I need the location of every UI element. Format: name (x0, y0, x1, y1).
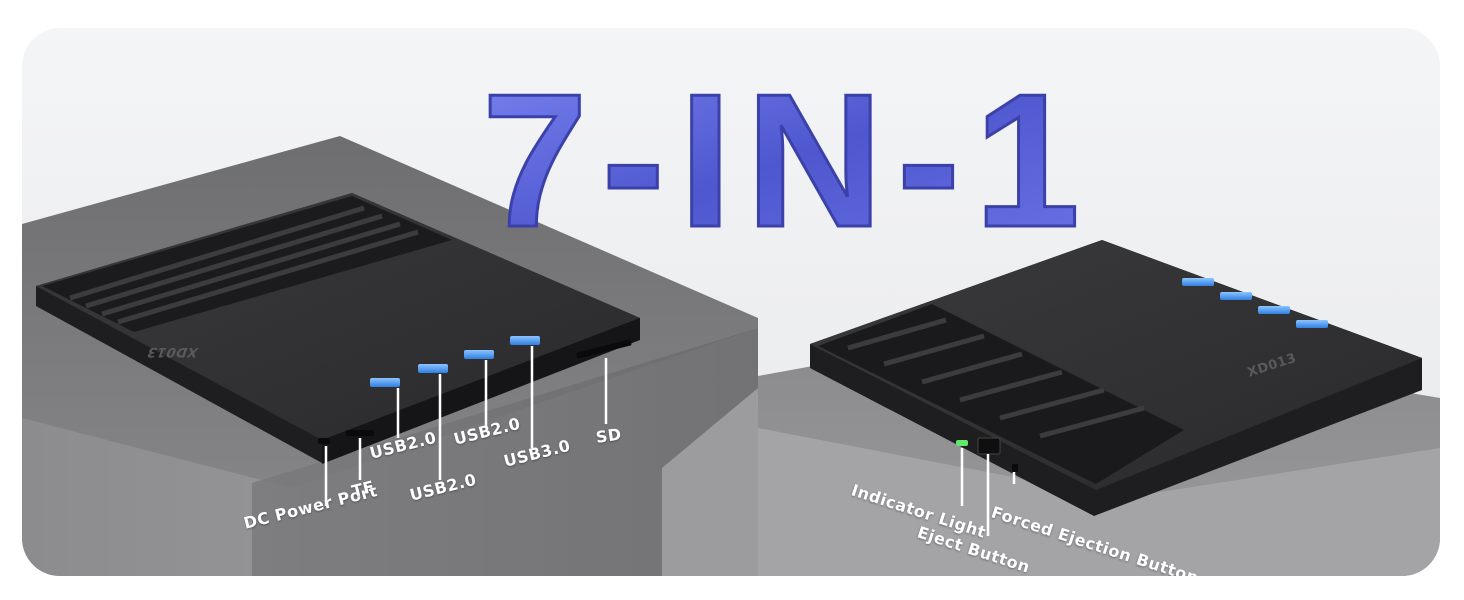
eject-button-shape (977, 437, 1001, 455)
tf-slot (346, 430, 374, 436)
right-hub-device (810, 240, 1422, 536)
headline: 7-IN-1 (482, 55, 1094, 254)
right-callout-lines (960, 448, 1016, 536)
usb-port-2 (418, 364, 448, 373)
sd-slot (576, 339, 632, 359)
dc-port (318, 438, 330, 444)
right-usb-4 (1296, 320, 1328, 328)
usb-port-3 (464, 350, 494, 359)
left-vent-slats (69, 205, 419, 325)
right-usb-1 (1182, 278, 1214, 286)
product-image-card: XD013 XD013 7-IN-1 DC Power Port TF USB2… (22, 28, 1440, 576)
product-scene (22, 136, 1440, 576)
headline-graphic: 7-IN-1 (482, 54, 1094, 254)
usb-port-4 (510, 336, 540, 345)
brand-mark-left: XD013 (144, 344, 201, 359)
indicator-led (956, 440, 968, 446)
left-hub-device (36, 193, 640, 506)
label-sd: SD (594, 424, 623, 447)
left-callout-lines (324, 346, 608, 506)
forced-eject-hole (1012, 464, 1018, 472)
right-usb-2 (1220, 292, 1252, 300)
right-vent-slats (847, 317, 1145, 439)
usb-port-1 (370, 378, 400, 387)
right-usb-3 (1258, 306, 1290, 314)
